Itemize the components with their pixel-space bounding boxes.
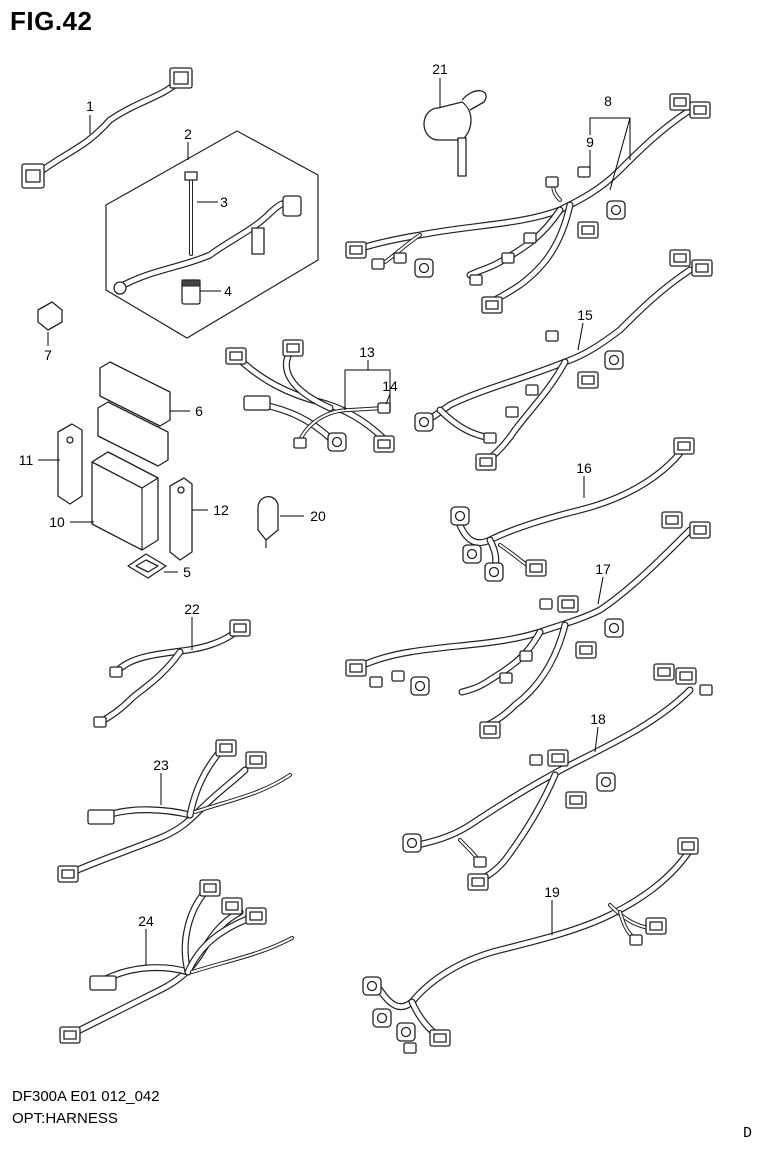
callout-1: 1 xyxy=(86,98,94,114)
callout-6: 6 xyxy=(195,403,203,419)
part-19-harness xyxy=(362,837,699,1054)
part-11-bracket xyxy=(57,423,83,505)
part-2-kit xyxy=(105,130,319,339)
diagram-code: DF300A E01 012_042 xyxy=(12,1088,160,1105)
part-5-grommet xyxy=(127,553,167,579)
callout-9: 9 xyxy=(586,134,594,150)
callout-13: 13 xyxy=(359,344,375,360)
callout-12: 12 xyxy=(213,502,229,518)
leader-lines xyxy=(38,78,631,965)
diagram-name: OPT:HARNESS xyxy=(12,1110,118,1127)
callout-8: 8 xyxy=(604,93,612,109)
callout-7: 7 xyxy=(44,347,52,363)
part-24-harness xyxy=(59,879,294,1044)
callout-16: 16 xyxy=(576,460,592,476)
part-7-clip xyxy=(37,301,63,331)
figure-title: FIG.42 xyxy=(10,6,93,36)
part-15-harness xyxy=(414,249,713,471)
part-16-harness xyxy=(450,437,695,582)
callout-10: 10 xyxy=(49,514,65,530)
callout-14: 14 xyxy=(382,378,398,394)
part-20-cap xyxy=(257,496,279,548)
callout-5: 5 xyxy=(183,564,191,580)
part-17-harness xyxy=(345,511,711,739)
callout-17: 17 xyxy=(595,561,611,577)
callout-24: 24 xyxy=(138,913,154,929)
part-13-harness xyxy=(225,339,395,453)
callout-20: 20 xyxy=(310,508,326,524)
page-letter: D xyxy=(743,1125,753,1142)
part-21-buzzer xyxy=(423,90,487,177)
callout-11: 11 xyxy=(19,452,34,468)
part-18-harness xyxy=(402,663,713,891)
callout-22: 22 xyxy=(184,601,200,617)
part-1-harness xyxy=(21,67,193,189)
callout-labels: 1 2 3 4 5 6 7 8 9 10 11 12 13 14 15 16 1… xyxy=(19,61,612,929)
callout-19: 19 xyxy=(544,884,560,900)
callout-21: 21 xyxy=(432,61,448,77)
callout-23: 23 xyxy=(153,757,169,773)
part-8-harness xyxy=(345,93,711,314)
part-10-ecu xyxy=(91,451,159,551)
callout-4: 4 xyxy=(224,283,232,299)
callout-2: 2 xyxy=(184,126,192,142)
part-6-cover xyxy=(97,361,171,467)
part-23-harness xyxy=(57,739,292,883)
callout-15: 15 xyxy=(577,307,593,323)
part-12-bracket xyxy=(169,477,193,561)
callout-18: 18 xyxy=(590,711,606,727)
part-22-harness xyxy=(93,619,251,728)
callout-3: 3 xyxy=(220,194,228,210)
